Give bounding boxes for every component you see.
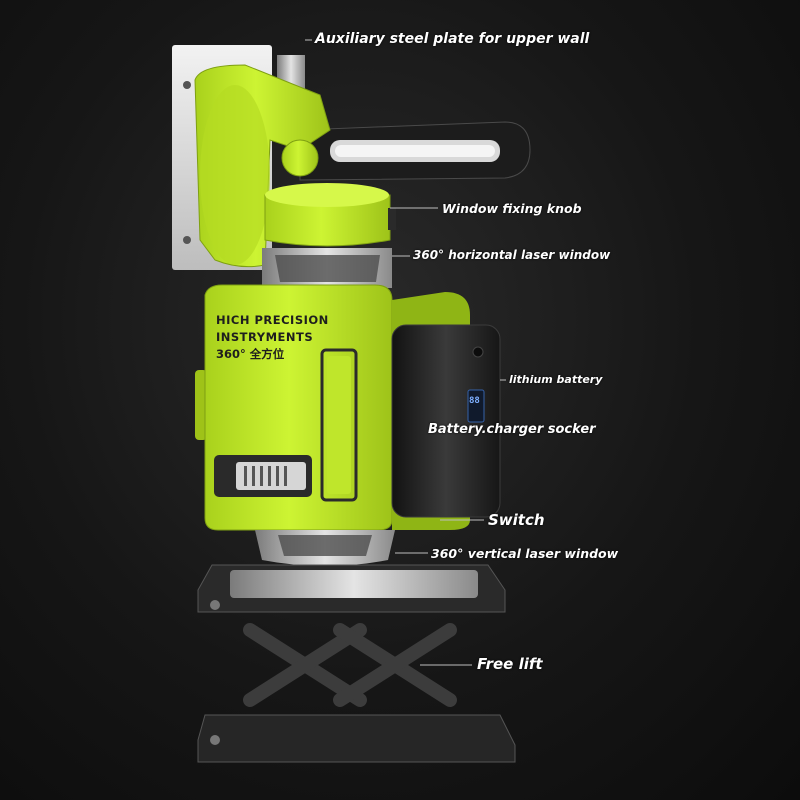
scissor-lift <box>243 623 457 707</box>
bracket-arm <box>299 121 531 181</box>
lift-base <box>197 714 516 763</box>
laser-level-body <box>195 284 393 531</box>
callout-vertical-window: 360° vertical laser window <box>431 546 619 561</box>
vertical-laser-window <box>255 530 395 566</box>
lift-table-top <box>197 564 506 613</box>
callout-fixing-knob: Window fixing knob <box>442 201 582 216</box>
front-text-line3: 360° 全方位 <box>216 347 285 361</box>
callout-leaders <box>305 39 506 666</box>
fixing-knob <box>264 183 396 247</box>
callout-horizontal-window: 360° horizontal laser window <box>413 248 611 262</box>
green-wall-bracket <box>194 64 331 268</box>
callout-free-lift: Free lift <box>477 655 543 673</box>
front-text-line2: INSTRYMENTS <box>216 330 314 344</box>
battery-display-digits: 88 <box>469 396 480 406</box>
front-text-line1: HICH PRECISION <box>216 313 329 327</box>
callout-charger-socket: Battery.charger socker <box>428 422 596 437</box>
callout-lithium-battery: lithium battery <box>509 373 603 386</box>
callout-steel-plate: Auxiliary steel plate for upper wall <box>315 31 590 47</box>
horizontal-laser-window <box>262 248 392 288</box>
lithium-battery-pack <box>391 292 501 530</box>
callout-switch: Switch <box>488 511 545 529</box>
